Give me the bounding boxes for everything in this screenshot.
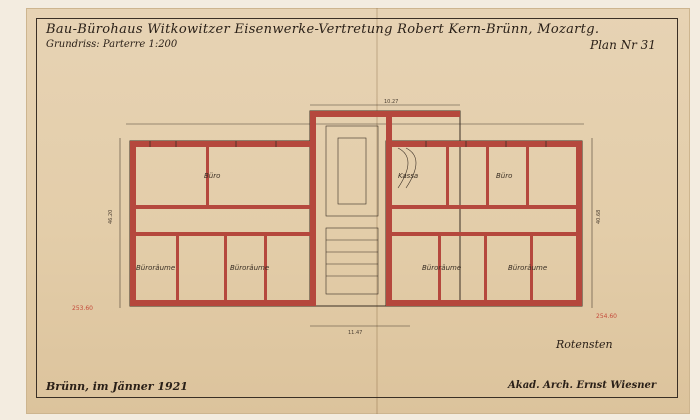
room-label: Kassa <box>398 172 418 180</box>
paper-fold <box>376 8 378 414</box>
room-label: Büro <box>496 172 512 180</box>
dimension-label: 40.68 <box>596 210 602 224</box>
signature: Rotensten <box>556 338 613 351</box>
level-note: 254.60 <box>596 313 617 320</box>
dimension-label: 11.47 <box>348 330 362 336</box>
windows <box>149 141 547 147</box>
place-date: Brünn, im Jänner 1921 <box>46 380 188 393</box>
room-label: Büroräume <box>508 264 547 272</box>
dimension-lines <box>119 104 593 327</box>
room-label: Büroräume <box>136 264 175 272</box>
stairwell <box>325 125 417 295</box>
room-label: Büro <box>204 172 220 180</box>
walls <box>130 111 582 306</box>
drawing-frame <box>36 18 678 398</box>
drawing-title: Bau-Bürohaus Witkowitzer Eisenwerke-Vert… <box>46 22 600 37</box>
drawing-sheet: Bau-Bürohaus Witkowitzer Eisenwerke-Vert… <box>26 8 690 414</box>
architect-name: Akad. Arch. Ernst Wiesner <box>508 380 657 391</box>
dimension-label: 10.27 <box>384 99 398 105</box>
level-note: 253.60 <box>72 305 93 312</box>
room-label: Büroräume <box>422 264 461 272</box>
floor-plan: Büro Kassa Büro Büroräume Büroräume Büro… <box>72 99 617 336</box>
dimension-label: 46.20 <box>108 210 114 224</box>
room-label: Büroräume <box>230 264 269 272</box>
plan-number: Plan Nr 31 <box>590 38 656 52</box>
drawing-subtitle: Grundriss: Parterre 1:200 <box>46 39 178 50</box>
